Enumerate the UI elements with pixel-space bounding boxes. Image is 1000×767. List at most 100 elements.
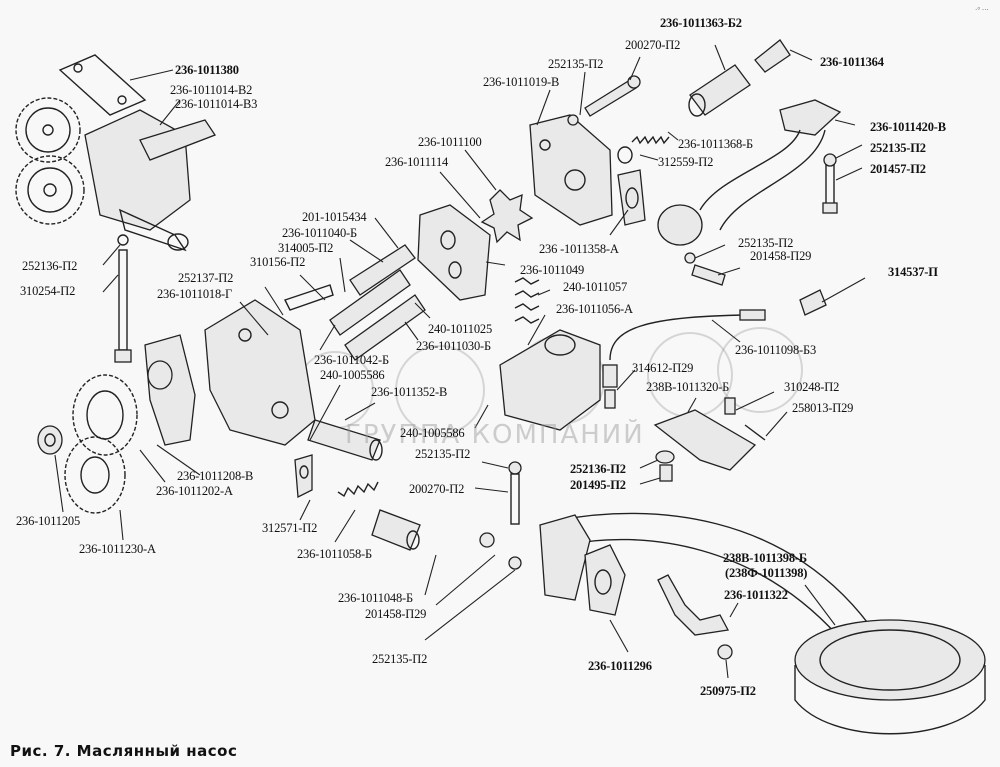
bracket-236-1011208	[144, 334, 196, 446]
washer-312559	[617, 146, 633, 164]
part-label: 200270-П2	[409, 482, 465, 496]
part-label: 252135-П2	[372, 652, 428, 666]
part-label: 240-1005586	[400, 426, 465, 440]
cover-plate-236-1011049	[417, 204, 491, 301]
part-label: 236-1011352-В	[371, 385, 448, 399]
part-label: 201457-П2	[870, 162, 926, 176]
part-label: 238В-1011398-Б	[723, 551, 807, 565]
watermark-text: ГРУППА КОМПАНИЙ	[345, 420, 645, 450]
part-label: 314537-П	[888, 265, 938, 279]
shaft-236-1011352	[307, 419, 383, 461]
part-label: 240-1011057	[563, 280, 627, 294]
oil-line-236-1011098	[609, 289, 827, 361]
part-label: 312571-П2	[262, 521, 318, 535]
part-label: 314005-П2	[278, 241, 334, 255]
bolt-201457	[822, 153, 838, 214]
gear-shafts	[284, 244, 426, 361]
part-label: 236-1011100	[418, 135, 482, 149]
bolt-200270-middle	[508, 461, 522, 525]
pump-body-236-1011018	[204, 299, 316, 446]
leader-lines	[54, 44, 866, 679]
spring-236-1011058	[337, 481, 379, 498]
pipe-236-1011420	[657, 99, 842, 246]
bracket-238B-1011320	[653, 397, 766, 482]
pump-housing-upper	[84, 109, 216, 252]
long-bolt-310254	[114, 234, 132, 363]
bolt-201458-lower	[479, 532, 522, 570]
part-label: 310254-П2	[20, 284, 76, 298]
part-label: 312559-П2	[658, 155, 714, 169]
part-label: 238В-1011320-Б	[646, 380, 730, 394]
part-label: 236-1011420-В	[870, 120, 946, 134]
part-label: 201-1015434	[302, 210, 367, 224]
cover-236-1011019	[529, 114, 613, 226]
part-label: 236-1011364	[820, 55, 884, 69]
part-label: 201458-П29	[365, 607, 427, 621]
bolt-200270-top	[567, 75, 641, 126]
part-label: 200270-П2	[625, 38, 681, 52]
valve-housing-236-1011056	[499, 277, 601, 431]
part-label: 236-1011208-В	[177, 469, 254, 483]
figure-caption: Рис. 7. Маслянный насос	[10, 742, 238, 760]
part-label: 310248-П2	[784, 380, 840, 394]
part-label: 236-1011040-Б	[282, 226, 357, 240]
spring-236-1011368	[631, 135, 670, 145]
part-label: 236-1011296	[588, 659, 652, 673]
part-label: 236-1011019-В	[483, 75, 560, 89]
corner-mark: ·° ···	[975, 6, 989, 14]
washer-312571	[294, 454, 313, 499]
gear-236-1011230	[64, 436, 126, 514]
part-label: 252136-П2	[570, 462, 626, 476]
part-label: 236-1011098-Б3	[735, 343, 816, 357]
part-label: 236-1011018-Г	[157, 287, 232, 301]
part-label: 236-1011042-Б	[314, 353, 389, 367]
part-label: 310156-П2	[250, 255, 306, 269]
part-label: 236-1011014-В2	[170, 83, 253, 97]
part-label: 252136-П2	[22, 259, 78, 273]
valve-body-236-1011363	[688, 39, 791, 117]
part-label: 236 -1011358-А	[539, 242, 619, 256]
part-label: 236-1011380	[175, 63, 239, 77]
part-label: 314612-П29	[632, 361, 694, 375]
pickup-tube-238B-1011398	[559, 512, 986, 735]
rotor-236-1011100	[480, 189, 534, 244]
part-label: 236-1011049	[520, 263, 584, 277]
part-label: 236-1011230-А	[79, 542, 156, 556]
nut-236-1011205	[37, 425, 63, 455]
plunger-236-1011048	[371, 509, 421, 551]
part-label: 240-1005586	[320, 368, 385, 382]
gasket-plate-236-1011380	[58, 54, 147, 116]
part-label: 236-1011114	[385, 155, 449, 169]
part-label: 236-1011368-Б	[678, 137, 753, 151]
nut-250975	[717, 644, 733, 660]
part-label: 258013-П29	[792, 401, 854, 415]
gear-236-1011202	[72, 374, 138, 456]
part-label: 236-1011014-В3	[175, 97, 258, 111]
flange-236-1011296	[539, 514, 626, 616]
part-label: 236-1011048-Б	[338, 591, 413, 605]
sensor-314612	[602, 364, 618, 409]
part-label: 236-1011202-А	[156, 484, 233, 498]
part-label: 236-1011058-Б	[297, 547, 372, 561]
part-label: 252135-П2	[870, 141, 926, 155]
part-label: 236-1011205	[16, 514, 80, 528]
part-label: 250975-П2	[700, 684, 756, 698]
part-label: (238Ф-1011398)	[725, 566, 808, 580]
part-label: 240-1011025	[428, 322, 492, 336]
drive-gear-upper	[15, 97, 81, 163]
part-label: 236-1011363-Б2	[660, 16, 742, 30]
part-label: 252135-П2	[738, 236, 794, 250]
part-label: 252135-П2	[548, 57, 604, 71]
drive-gear-lower	[15, 155, 85, 225]
part-label: 252135-П2	[415, 447, 471, 461]
part-label: 201458-П29	[750, 249, 812, 263]
bolt-201458-upper	[684, 252, 726, 286]
gasket-236-1011358	[617, 169, 646, 226]
part-label: 236-1011030-Б	[416, 339, 491, 353]
part-label: 252137-П2	[178, 271, 234, 285]
part-label: 201495-П2	[570, 478, 626, 492]
bracket-236-1011322	[657, 574, 730, 636]
part-label: 236-1011322	[724, 588, 788, 602]
